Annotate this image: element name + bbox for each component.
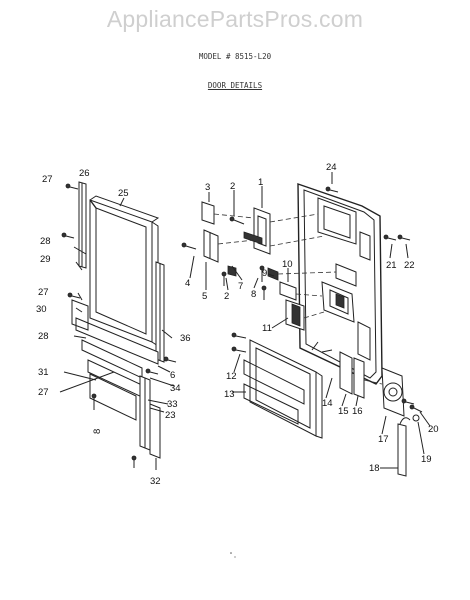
callout-labels: 1 2 2 3 4 5 6 7 8 8 9 10 11 12 13 14 15 … — [36, 162, 439, 487]
callout-36: 36 — [180, 333, 191, 344]
callout-3: 3 — [205, 182, 210, 193]
scan-specks — [230, 552, 236, 558]
rod-18 — [397, 414, 420, 477]
callout-16: 16 — [352, 406, 363, 417]
trim-strip-36 — [155, 261, 165, 363]
callout-31: 31 — [38, 367, 49, 378]
callout-22: 22 — [404, 260, 415, 271]
callout-7: 7 — [238, 281, 243, 292]
inner-door-panel — [89, 195, 160, 347]
callout-23: 23 — [165, 410, 176, 421]
callout-29: 29 — [40, 254, 51, 265]
callout-28: 28 — [40, 236, 51, 247]
callout-17: 17 — [378, 434, 389, 445]
screws — [61, 183, 423, 468]
trim-strip-26 — [78, 181, 87, 269]
callout-9: 9 — [262, 268, 267, 279]
part-23-strip — [139, 375, 151, 451]
callout-32: 32 — [150, 476, 161, 487]
callout-11: 11 — [262, 323, 272, 334]
callout-2: 2 — [224, 291, 229, 302]
callout-1: 1 — [258, 177, 263, 188]
diagram-title: DOOR DETAILS — [207, 81, 263, 90]
model-number: MODEL # 8515-L20 — [198, 52, 272, 61]
callout-33: 33 — [167, 399, 178, 410]
callout-5: 5 — [202, 291, 207, 302]
callout-24: 24 — [326, 162, 337, 173]
callout-12: 12 — [226, 371, 237, 382]
callout-30: 30 — [36, 304, 47, 315]
callout-6: 6 — [170, 370, 175, 381]
lower-door-panel — [243, 339, 323, 439]
callout-8: 8 — [251, 289, 256, 300]
leader-lines — [59, 172, 431, 470]
callout-21: 21 — [386, 260, 397, 271]
hinge-assembly — [201, 201, 271, 263]
watermark: AppliancePartsPros.com — [106, 6, 364, 32]
latch-parts — [339, 351, 405, 417]
callout-25: 25 — [118, 188, 129, 199]
callout-2: 2 — [230, 181, 235, 192]
callout-4: 4 — [185, 278, 190, 289]
callout-28: 28 — [38, 331, 49, 342]
callout-19: 19 — [421, 454, 432, 465]
callout-18: 18 — [369, 463, 380, 474]
callout-20: 20 — [428, 424, 439, 435]
callout-26: 26 — [79, 168, 90, 179]
callout-8: 8 — [92, 429, 103, 434]
callout-27: 27 — [38, 287, 49, 298]
callout-27: 27 — [38, 387, 49, 398]
callout-10: 10 — [282, 259, 293, 270]
callout-14: 14 — [322, 398, 333, 409]
part-32-strip — [149, 403, 161, 459]
callout-27: 27 — [42, 174, 53, 185]
callout-34: 34 — [170, 383, 181, 394]
callout-13: 13 — [224, 389, 235, 400]
callout-15: 15 — [338, 406, 349, 417]
